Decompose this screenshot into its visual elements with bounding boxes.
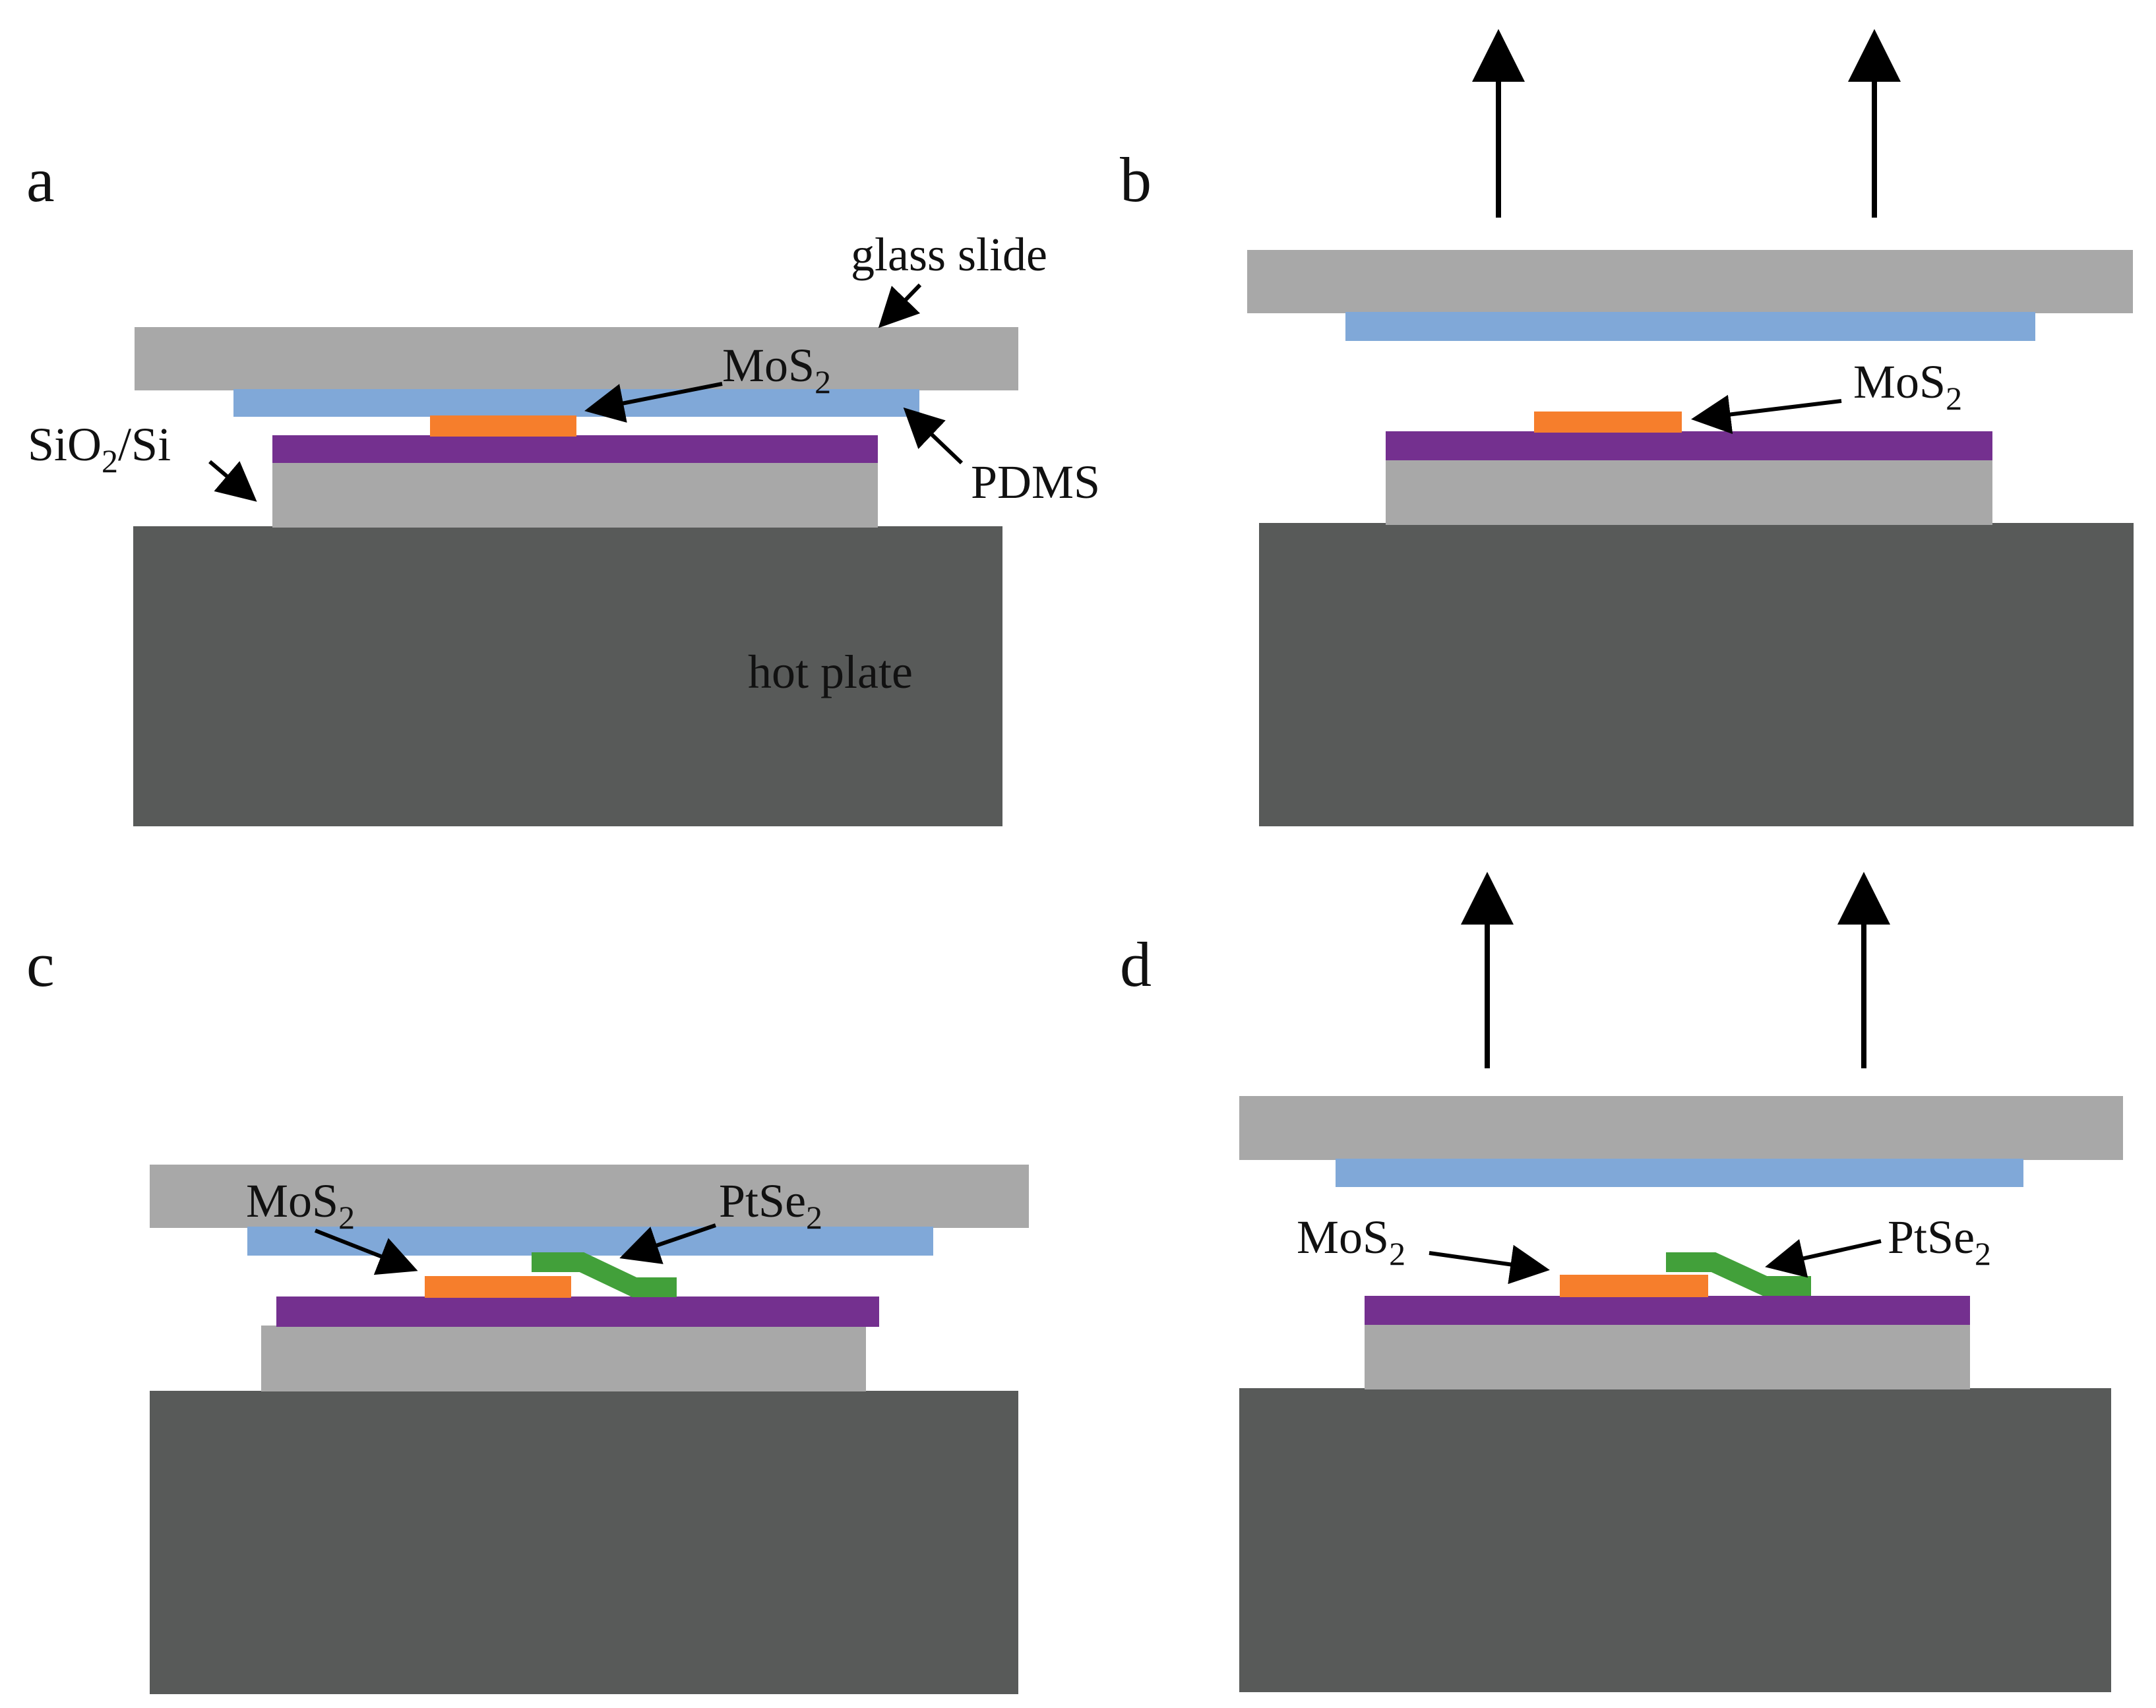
ptse2-flake [1666,1252,1811,1296]
mos2-label: MoS2 [1297,1211,1405,1272]
glass-slide-pointer [878,283,922,328]
sio2-layer [1365,1296,1970,1325]
glass-slide [1247,250,2133,313]
ptse2-pointer [619,1223,716,1264]
sio2-si-pointer [208,460,257,502]
panel-d: d MoS2 PtSe2 [1120,872,2123,1692]
pdms-pointer [903,407,964,465]
sio2-layer [276,1296,879,1327]
ptse2-label: PtSe2 [719,1174,822,1236]
panel-a: a glass slide MoS2 SiO2/Si PDMS hot plat… [26,144,1100,826]
mos2-flake [430,415,576,437]
pdms-layer [233,389,919,417]
mos2-pointer [1429,1244,1550,1285]
hot-plate-label: hot plate [748,646,913,698]
mos2-label: MoS2 [722,339,831,400]
panel-a-letter: a [26,144,55,215]
si-substrate [272,462,878,528]
panel-b-letter: b [1120,144,1152,215]
hot-plate [1239,1388,2111,1692]
sio2-si-label: SiO2/Si [28,418,171,479]
si-substrate [1365,1324,1970,1389]
mos2-pointer [584,382,723,423]
ptse2-label: PtSe2 [1888,1211,1991,1272]
glass-slide [1239,1096,2123,1160]
pdms-layer [1336,1159,2023,1187]
hot-plate [150,1391,1018,1694]
hot-plate [133,526,1002,826]
glass-slide-label: glass slide [851,228,1047,281]
mos2-label: MoS2 [246,1174,355,1236]
ptse2-flake [532,1252,677,1297]
sio2-layer [272,435,878,463]
panel-d-letter: d [1120,929,1152,1000]
mos2-pointer [314,1229,418,1275]
mos2-flake [1534,412,1682,433]
si-substrate [1386,459,1992,525]
panel-b: b MoS2 [1120,29,2134,826]
panel-c-letter: c [26,929,55,1000]
ptse2-pointer [1765,1238,1882,1278]
sio2-layer [1386,431,1992,460]
hot-plate [1259,523,2134,826]
mos2-flake [425,1276,571,1298]
mos2-flake [1560,1275,1708,1297]
mos2-label: MoS2 [1853,355,1962,417]
pdms-layer [1345,312,2035,341]
mos2-pointer [1691,394,1842,435]
panel-c: c MoS2 PtSe2 [26,929,1029,1694]
si-substrate [261,1326,866,1391]
pdms-label: PDMS [971,456,1100,508]
glass-slide [150,1165,1029,1228]
glass-slide [135,327,1018,390]
